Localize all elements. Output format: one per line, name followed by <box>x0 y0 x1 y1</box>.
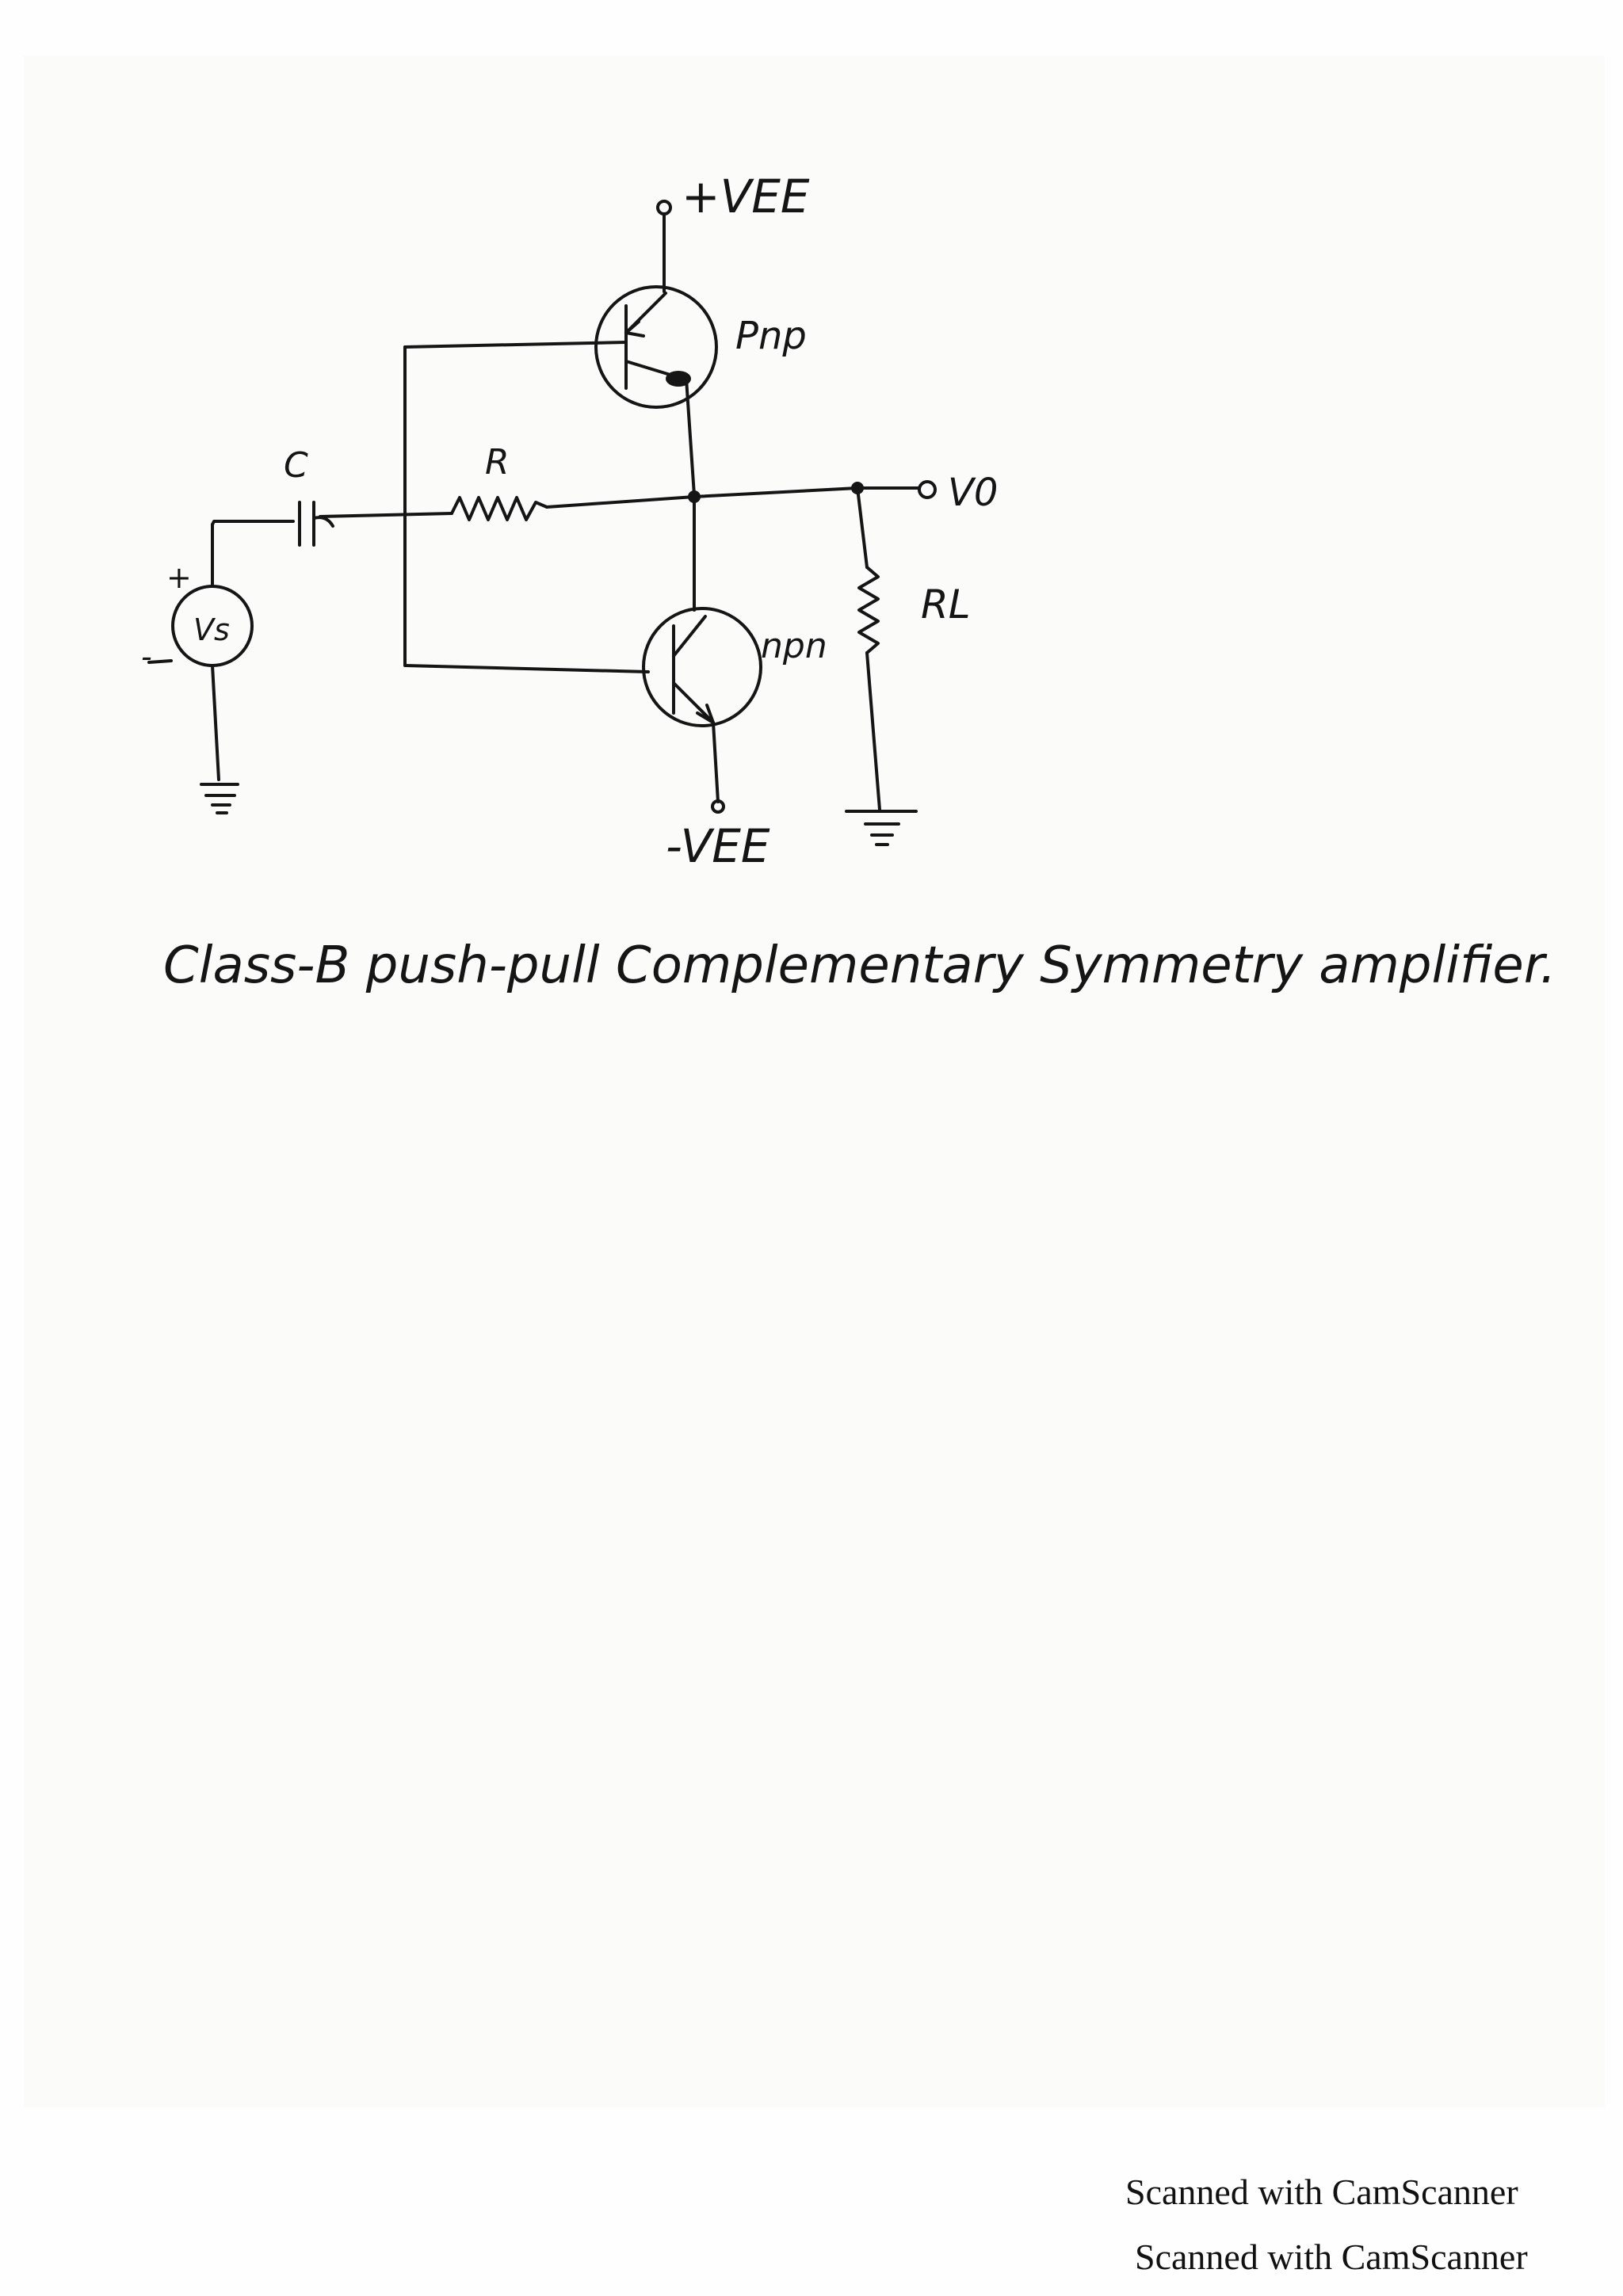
resistor-to-output-wire <box>545 495 696 509</box>
output-line <box>693 486 859 498</box>
positive-supply-terminal <box>656 200 672 215</box>
base-tie-wire <box>403 345 650 673</box>
negative-supply-wire <box>712 721 720 803</box>
load-upper-wire <box>856 486 869 569</box>
source-ground-icon <box>200 783 239 814</box>
load-ground-icon <box>845 810 918 846</box>
capacitor-to-resistor-wire <box>319 512 453 518</box>
output-label: V0 <box>948 471 998 515</box>
scanner-watermark-2: Scanned with CamScanner <box>1135 2237 1528 2277</box>
paper-surface <box>24 55 1605 2107</box>
bias-resistor <box>450 496 548 521</box>
pnp-base-wire <box>403 341 628 349</box>
source-label: Vs <box>193 612 230 647</box>
scanner-watermark-1: Scanned with CamScanner <box>1125 2172 1518 2212</box>
source-minus-lead <box>147 659 173 664</box>
negative-supply-terminal <box>711 799 725 814</box>
capacitor-label: C <box>284 445 308 486</box>
diagram-caption: Class-B push-pull Complementary Symmetry… <box>163 936 1556 995</box>
coupling-capacitor <box>298 501 334 547</box>
npn-label: npn <box>761 626 827 666</box>
load-resistor <box>857 566 880 654</box>
pnp-label: Pnp <box>735 314 807 358</box>
source-minus-label: - <box>141 639 152 674</box>
load-resistor-label: RL <box>921 582 971 627</box>
negative-supply-label: -VEE <box>666 819 770 873</box>
npn-transistor <box>642 607 762 727</box>
output-terminal <box>918 480 937 499</box>
resistor-label: R <box>485 442 510 482</box>
source-plus-label: + <box>166 560 192 595</box>
source-lower-wire <box>211 664 220 781</box>
positive-supply-label: +VEE <box>682 170 810 223</box>
load-lower-wire <box>865 651 881 811</box>
pnp-transistor <box>594 285 718 409</box>
source-to-capacitor-wire <box>211 520 295 526</box>
